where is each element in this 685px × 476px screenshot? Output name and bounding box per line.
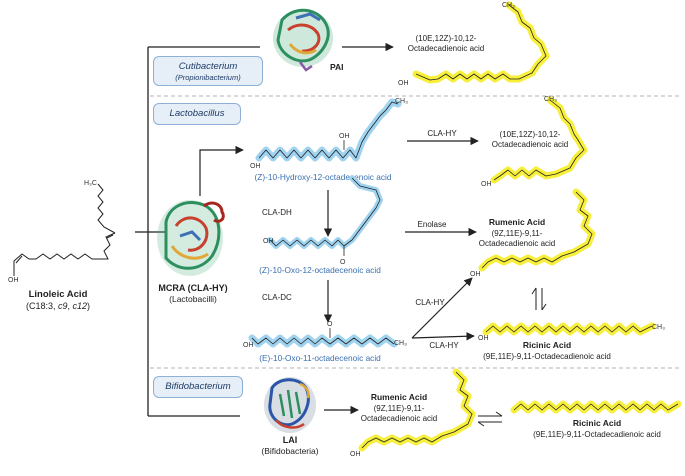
- lacto1-product-structure: [490, 96, 588, 184]
- rumenic-structure: [478, 188, 596, 272]
- header-bifidobacterium: Bifidobacterium: [153, 376, 243, 398]
- pai-oh-label: OH: [398, 80, 409, 87]
- ricinic-oh-label: OH: [478, 335, 489, 342]
- header-lactobacillus-title: Lactobacillus: [169, 108, 225, 119]
- cla-hy-to-rumenic-arrow: [411, 277, 473, 339]
- cla-dc-label: CLA-DC: [262, 293, 292, 302]
- cla-hy-b-label: CLA-HY: [429, 341, 459, 350]
- hydroxy-oh-branch-label: OH: [339, 133, 350, 140]
- pai-product-line1: (10E,12Z)-10,12-: [416, 34, 477, 43]
- pai-product-line2: Octadecadienoic acid: [408, 44, 485, 53]
- oxo12-o-label: O: [340, 259, 346, 266]
- ricinic-title: Ricinic Acid: [523, 340, 571, 350]
- linoleic-acid-structure: [13, 183, 116, 276]
- ricinic-ch3-label: CH₃: [652, 324, 665, 331]
- cla-hy-top-label: CLA-HY: [427, 129, 457, 138]
- bifido-rumenic-title: Rumenic Acid: [371, 392, 427, 402]
- ricinic-structure: [482, 322, 656, 336]
- oxo12-structure: [267, 175, 383, 256]
- mcra-to-hydroxy-arrow: [199, 145, 244, 196]
- header-bifidobacterium-title: Bifidobacterium: [165, 381, 231, 392]
- hydroxy-oh-label: OH: [250, 163, 261, 170]
- linoleic-acid-formula: (C18:3, c9, c12): [26, 301, 90, 311]
- rumenic-line2: Octadecadienoic acid: [479, 239, 556, 248]
- mcra-label: MCRA (CLA-HY): [158, 283, 227, 293]
- bifido-rumenic-structure: [358, 368, 476, 452]
- rumenic-line1: (9Z,11E)-9,11-: [492, 229, 543, 238]
- header-lactobacillus: Lactobacillus: [153, 103, 241, 125]
- oxo11-o-label: O: [327, 321, 333, 328]
- hydroxy-name: (Z)-10-Hydroxy-12-octadecenoic acid: [255, 172, 392, 182]
- bifido-rumenic-line2: Octadecadienoic acid: [361, 414, 438, 423]
- linoleic-oh-label: OH: [8, 277, 19, 284]
- hydroxy-ch3-label: CH₃: [395, 98, 408, 105]
- equilibrium-arrows-icon: [531, 287, 547, 311]
- oxo12-name: (Z)-10-Oxo-12-octadecenoic acid: [259, 265, 381, 275]
- pai-ch3-label: CH₃: [502, 2, 515, 9]
- oxo11-structure: [248, 328, 398, 348]
- lai-label: LAI: [283, 435, 298, 445]
- oxo12-oh-label: OH: [263, 238, 274, 245]
- lacto1-ch3-label: CH₃: [544, 96, 557, 103]
- pai-protein-icon: [273, 8, 333, 72]
- linoleic-acid-name: Linoleic Acid: [29, 289, 88, 300]
- rumenic-title: Rumenic Acid: [489, 217, 545, 227]
- pai-label: PAI: [330, 62, 344, 72]
- oxo11-ch3-label: CH₃: [394, 340, 407, 347]
- lai-protein-icon: [264, 377, 316, 433]
- bifido-equilibrium-arrows-icon: [477, 411, 503, 427]
- bracket: [135, 46, 260, 417]
- ricinic-line1: (9E,11E)-9,11-Octadecadienoic acid: [483, 352, 611, 361]
- header-cutibacterium-title: Cutibacterium: [178, 61, 238, 72]
- bifido-ricinic-line1: (9E,11E)-9,11-Octadecadienoic acid: [533, 430, 661, 439]
- linoleic-ch3-label: H₃C: [84, 180, 97, 187]
- enolase-label: Enolase: [418, 220, 447, 229]
- bifido-rumenic-line1: (9Z,11E)-9,11-: [374, 404, 425, 413]
- lacto1-product-line1: (10E,12Z)-10,12-: [500, 130, 561, 139]
- hydroxy-structure: [255, 98, 402, 162]
- bifido-ricinic-title: Ricinic Acid: [573, 418, 621, 428]
- bifido-rumenic-oh-label: OH: [350, 451, 361, 458]
- bifido-ricinic-structure: [510, 400, 682, 414]
- lai-sub-label: (Bifidobacteria): [261, 446, 318, 456]
- oxo11-oh-label: OH: [243, 342, 254, 349]
- header-cutibacterium: Cutibacterium (Propionibacterium): [153, 56, 263, 86]
- rumenic-oh-label: OH: [470, 271, 481, 278]
- pai-product-structure: [412, 1, 550, 84]
- lacto1-product-line2: Octadecadienoic acid: [492, 140, 569, 149]
- cla-hy-a-label: CLA-HY: [415, 298, 445, 307]
- header-cutibacterium-sub: (Propionibacterium): [175, 73, 241, 82]
- mcra-sub-label: (Lactobacilli): [169, 294, 217, 304]
- lacto1-oh-label: OH: [481, 181, 492, 188]
- cla-hy-to-ricinic-arrow: [411, 332, 475, 341]
- mcra-protein-icon: [157, 200, 225, 276]
- cla-dh-label: CLA-DH: [262, 208, 292, 217]
- oxo11-name: (E)-10-Oxo-11-octadecenoic acid: [259, 353, 381, 363]
